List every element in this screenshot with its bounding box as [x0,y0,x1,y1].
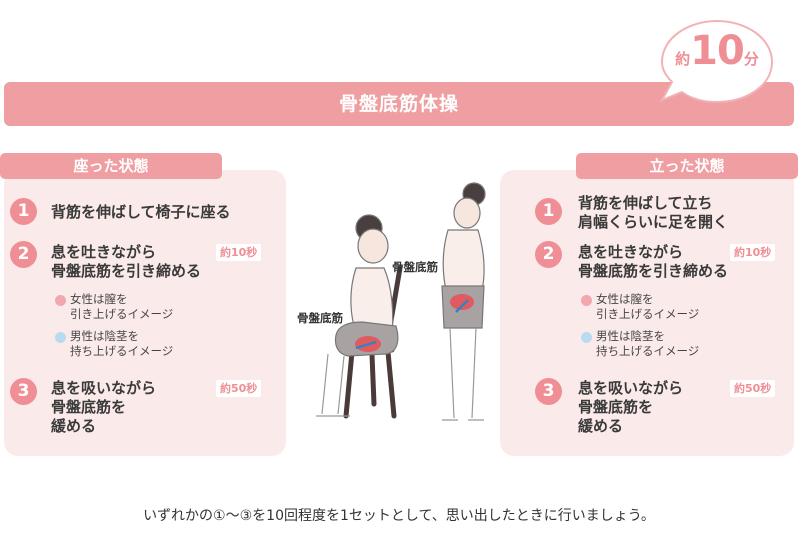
duration-badge: 約50秒 [730,380,776,397]
sitting-person [316,214,399,417]
duration-prefix: 約 [675,50,691,68]
step-text: 背筋を伸ばして立ち 肩幅くらいに足を開く [578,194,729,231]
male-dot-icon [55,332,66,343]
note-female: 女性は膣を 引き上げるイメージ [70,292,174,321]
step-number: 1 [10,198,37,225]
duration-text: 約10分 [658,28,776,88]
standing-header: 立った状態 [576,153,798,179]
exercise-illustration [316,182,486,421]
page-title: 骨盤底筋体操 [338,93,459,115]
step-text: 息を吸いながら 骨盤底筋を 緩める [578,379,684,435]
duration-badge: 約10秒 [730,244,776,261]
step-number: 1 [535,198,562,225]
sitting-figure-label: 骨盤底筋 [297,311,343,325]
duration-badge: 約50秒 [216,380,262,397]
step-text: 息を吐きながら 骨盤底筋を引き締める [51,243,202,280]
sitting-header: 座った状態 [0,153,222,179]
standing-figure-label: 骨盤底筋 [392,260,438,274]
step-text: 息を吸いながら 骨盤底筋を 緩める [51,379,157,435]
duration-bubble [659,19,774,104]
step-number: 2 [10,241,37,268]
sitting-panel [4,170,286,456]
duration-unit: 分 [743,50,759,68]
female-dot-icon [55,295,66,306]
standing-person [441,182,486,421]
duration-badge: 約10秒 [216,244,262,261]
note-male: 男性は陰茎を 持ち上げるイメージ [596,329,700,358]
female-dot-icon [581,295,592,306]
step-text: 息を吐きながら 骨盤底筋を引き締める [578,243,729,280]
step-text: 背筋を伸ばして椅子に座る [51,203,231,221]
step-number: 3 [535,378,562,405]
title-banner [4,82,794,126]
footer-note: いずれかの①～③を10回程度を1セットとして、思い出したときに行いましょう。 [143,508,655,524]
note-male: 男性は陰茎を 持ち上げるイメージ [70,329,174,358]
step-number: 2 [535,241,562,268]
step-number: 3 [10,378,37,405]
note-female: 女性は膣を 引き上げるイメージ [596,292,700,321]
duration-number: 10 [690,28,745,74]
male-dot-icon [581,332,592,343]
